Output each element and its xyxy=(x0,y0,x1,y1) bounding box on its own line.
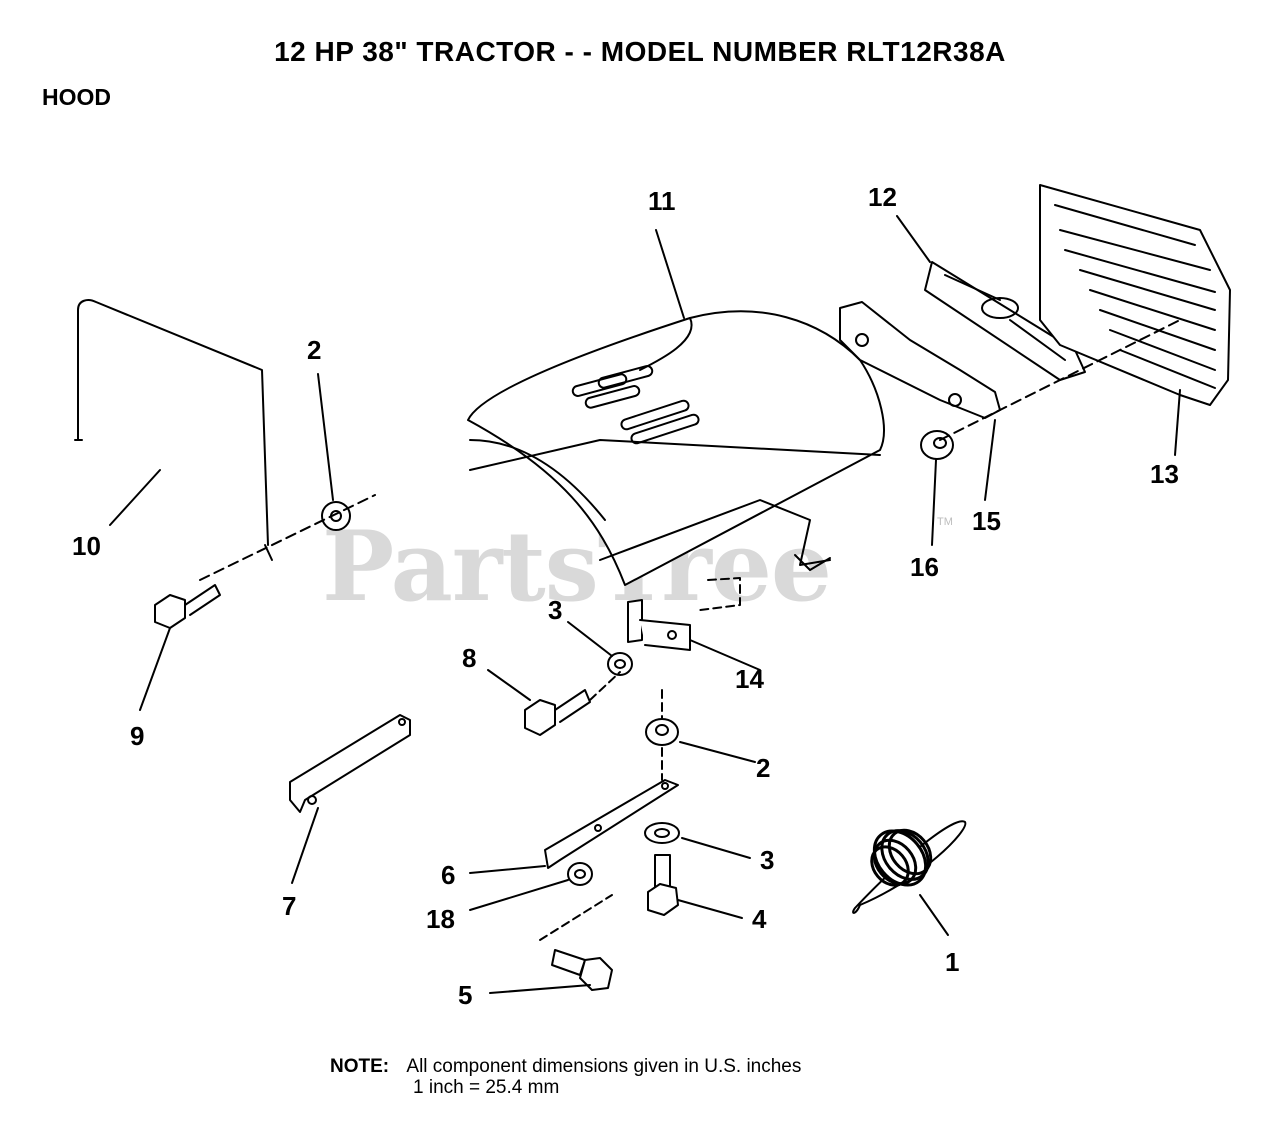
callout-11: 11 xyxy=(648,186,676,216)
alignment-line-c xyxy=(699,577,741,611)
leader-10 xyxy=(109,469,161,526)
callout-2-lower: 2 xyxy=(756,753,771,783)
leader-1 xyxy=(919,894,949,936)
alignment-line-b xyxy=(199,494,376,581)
note: NOTE: All component dimensions given in … xyxy=(330,1056,801,1078)
leader-7 xyxy=(291,807,319,884)
bolt-part-9 xyxy=(154,584,221,629)
callout-3-lower: 3 xyxy=(760,845,775,875)
leader-2-upper xyxy=(317,373,334,501)
callout-13: 13 xyxy=(1150,459,1179,489)
leader-3-upper xyxy=(567,621,613,657)
washer-part-3-upper xyxy=(607,652,633,676)
note-line-2: 1 inch = 25.4 mm xyxy=(413,1077,560,1098)
alignment-line-g xyxy=(539,894,613,941)
diagram-title: 12 HP 38" TRACTOR - - MODEL NUMBER RLT12… xyxy=(274,36,1006,67)
leader-12 xyxy=(896,215,931,263)
callout-4: 4 xyxy=(752,904,767,934)
nut-part-2-lower xyxy=(645,718,679,746)
leader-4 xyxy=(677,899,743,919)
section-heading: HOOD xyxy=(42,84,111,110)
leader-3-lower xyxy=(681,837,751,859)
callout-2-upper: 2 xyxy=(307,335,322,365)
leader-5 xyxy=(489,984,591,994)
bolt-part-8 xyxy=(524,689,591,736)
hinge-part-14 xyxy=(627,599,691,651)
leader-15 xyxy=(984,419,996,501)
washer-part-18 xyxy=(567,862,593,886)
leader-11 xyxy=(655,229,685,319)
leader-2-lower xyxy=(679,741,756,763)
bolt-part-4 xyxy=(647,854,679,916)
callout-18: 18 xyxy=(426,904,455,934)
link-part-6 xyxy=(544,779,679,869)
callout-14: 14 xyxy=(735,664,764,694)
callout-15: 15 xyxy=(972,506,1001,536)
nut-part-2-upper xyxy=(321,501,351,531)
alignment-line-d xyxy=(589,671,621,701)
leader-14 xyxy=(689,639,761,671)
washer-part-3-lower xyxy=(644,822,680,844)
callout-8: 8 xyxy=(462,643,477,673)
leader-6 xyxy=(469,865,546,874)
hood-part-11 xyxy=(467,310,885,586)
callout-9: 9 xyxy=(130,721,145,751)
callout-5: 5 xyxy=(458,980,473,1010)
callout-1: 1 xyxy=(945,947,960,977)
note-label: NOTE: xyxy=(330,1056,390,1077)
note-line-1: All component dimensions given in U.S. i… xyxy=(406,1056,802,1077)
watermark: PartsTree xyxy=(322,510,832,623)
leader-13 xyxy=(1174,389,1181,456)
callout-3-upper: 3 xyxy=(548,595,563,625)
plate-part-12 xyxy=(924,261,1086,381)
leader-8 xyxy=(487,669,531,701)
leader-16 xyxy=(931,459,937,546)
callout-7: 7 xyxy=(282,891,297,921)
grille-part-13 xyxy=(1039,184,1231,406)
bar-part-7 xyxy=(289,714,411,813)
spring-part-1 xyxy=(852,820,967,914)
leader-9 xyxy=(139,627,171,711)
callout-10: 10 xyxy=(72,531,101,561)
bolt-part-5 xyxy=(551,949,613,991)
callout-6: 6 xyxy=(441,860,456,890)
alignment-line-a xyxy=(939,319,1181,441)
rod-part-10 xyxy=(74,299,273,561)
leader-18 xyxy=(469,879,569,911)
callout-12: 12 xyxy=(868,182,897,212)
watermark-trademark: TM xyxy=(937,516,953,528)
callout-16: 16 xyxy=(910,552,939,582)
